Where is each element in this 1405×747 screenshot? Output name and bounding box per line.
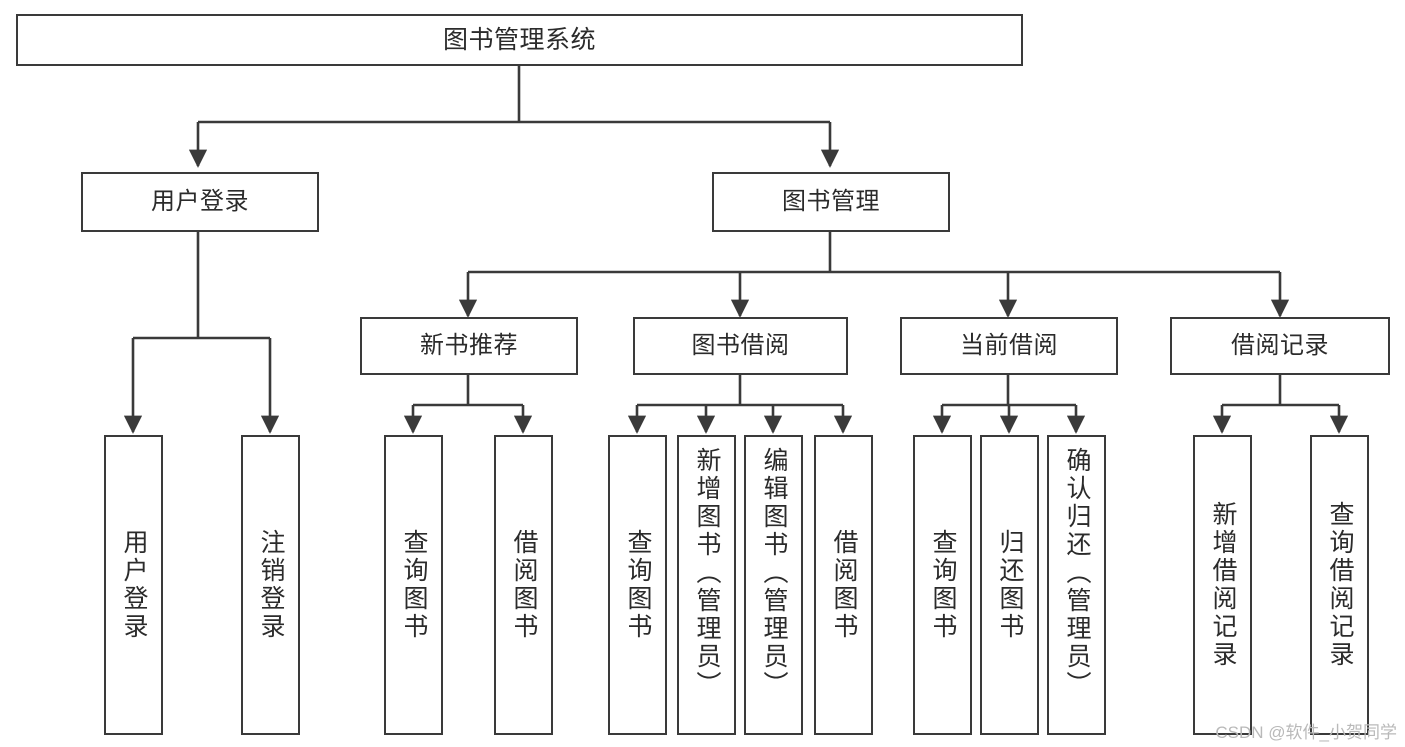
node-label: 当前借阅 xyxy=(960,331,1058,359)
node-book-management[interactable]: 图书管理 xyxy=(712,172,950,232)
node-label: 借阅图书 xyxy=(830,529,858,641)
node-label: 确认归还（管理员） xyxy=(1063,447,1091,699)
leaf-return-book[interactable]: 归还图书 xyxy=(980,435,1039,735)
node-user-login[interactable]: 用户登录 xyxy=(81,172,319,232)
leaf-confirm-return[interactable]: 确认归还（管理员） xyxy=(1047,435,1106,735)
node-label: 新增借阅记录 xyxy=(1209,501,1237,669)
csdn-watermark: CSDN @软件_小贺同学 xyxy=(1215,723,1397,742)
leaf-query-book-2[interactable]: 查询图书 xyxy=(608,435,667,735)
leaf-add-record[interactable]: 新增借阅记录 xyxy=(1193,435,1252,735)
leaf-query-book-1[interactable]: 查询图书 xyxy=(384,435,443,735)
node-label: 用户登录 xyxy=(120,529,148,641)
node-label: 查询借阅记录 xyxy=(1326,501,1354,669)
node-root[interactable]: 图书管理系统 xyxy=(16,14,1023,66)
node-label: 查询图书 xyxy=(400,529,428,641)
leaf-user-login[interactable]: 用户登录 xyxy=(104,435,163,735)
leaf-query-book-3[interactable]: 查询图书 xyxy=(913,435,972,735)
node-label: 查询图书 xyxy=(929,529,957,641)
node-label: 注销登录 xyxy=(257,529,285,641)
node-label: 图书借阅 xyxy=(691,331,790,359)
node-label: 归还图书 xyxy=(996,529,1024,641)
node-borrow-record[interactable]: 借阅记录 xyxy=(1170,317,1390,375)
node-book-borrow[interactable]: 图书借阅 xyxy=(633,317,848,375)
node-label: 借阅记录 xyxy=(1231,331,1329,359)
node-label: 图书管理 xyxy=(782,187,880,215)
leaf-borrow-book-2[interactable]: 借阅图书 xyxy=(814,435,873,735)
node-label: 新书推荐 xyxy=(420,331,518,359)
leaf-borrow-book-1[interactable]: 借阅图书 xyxy=(494,435,553,735)
leaf-query-record[interactable]: 查询借阅记录 xyxy=(1310,435,1369,735)
node-current-borrow[interactable]: 当前借阅 xyxy=(900,317,1118,375)
node-label: 查询图书 xyxy=(624,529,652,641)
leaf-add-book[interactable]: 新增图书（管理员） xyxy=(677,435,736,735)
node-label: 新增图书（管理员） xyxy=(693,447,721,699)
node-label: 编辑图书（管理员） xyxy=(760,447,788,699)
node-label: 图书管理系统 xyxy=(442,26,596,54)
leaf-user-logout[interactable]: 注销登录 xyxy=(241,435,300,735)
node-new-book-recommend[interactable]: 新书推荐 xyxy=(360,317,578,375)
node-label: 用户登录 xyxy=(151,187,249,215)
node-label: 借阅图书 xyxy=(510,529,538,641)
leaf-edit-book[interactable]: 编辑图书（管理员） xyxy=(744,435,803,735)
